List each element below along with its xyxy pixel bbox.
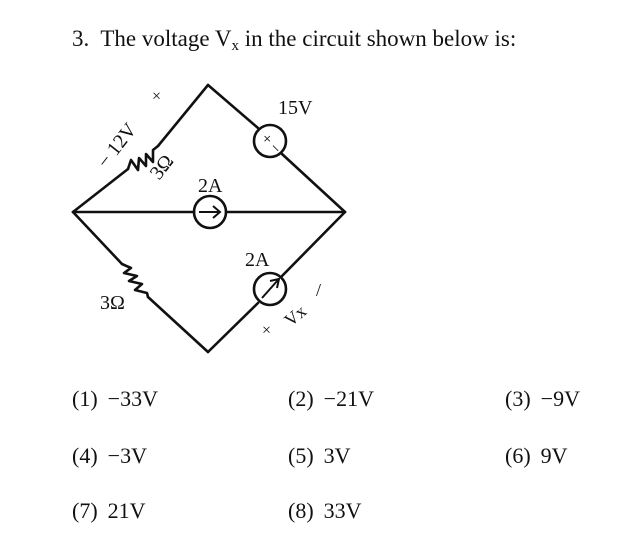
arrow-right-icon (199, 205, 222, 219)
arrow-up-right-icon (261, 277, 281, 299)
wire-bottom-right (206, 210, 347, 354)
option-7[interactable]: (7) 21V (72, 498, 146, 524)
option-value: −9V (540, 386, 580, 411)
question-number: 3. (72, 26, 90, 51)
option-value: 3V (323, 443, 351, 468)
vx-plus: × (262, 322, 271, 339)
option-number: (4) (72, 443, 98, 468)
option-3[interactable]: (3) −9V (505, 386, 580, 412)
question-text-after: in the circuit shown below is: (239, 26, 517, 51)
wire-top-right (206, 83, 347, 214)
option-number: (5) (288, 443, 314, 468)
option-number: (6) (505, 443, 531, 468)
option-8[interactable]: (8) 33V (288, 498, 362, 524)
resistor-top (126, 144, 160, 172)
vx-label: Vx (280, 301, 310, 330)
option-value: −21V (323, 386, 374, 411)
current-source-bottom-value: 2A (245, 249, 270, 271)
current-source-middle-circle (192, 194, 228, 230)
current-source-bottom-circle (252, 271, 288, 307)
option-1[interactable]: (1) −33V (72, 386, 158, 412)
wire-bottom-left (71, 210, 210, 354)
resistor-top-plus: × (152, 88, 161, 105)
option-number: (3) (505, 386, 531, 411)
question-text-before: The voltage V (100, 26, 232, 51)
option-number: (8) (288, 498, 314, 523)
vx-minus: / (316, 280, 321, 300)
option-number: (7) (72, 498, 98, 523)
option-number: (2) (288, 386, 314, 411)
question-subscript: x (231, 38, 240, 54)
option-value: 21V (107, 498, 146, 523)
voltage-source-circle (252, 123, 288, 159)
current-source-middle-value: 2A (198, 175, 223, 197)
resistor-top-voltage: 12V (103, 119, 142, 160)
resistor-top-value: 3Ω (146, 151, 179, 184)
option-5[interactable]: (5) 3V (288, 443, 351, 469)
question-text: 3. The voltage Vx in the circuit shown b… (72, 24, 516, 61)
option-value: 33V (323, 498, 362, 523)
option-value: −33V (107, 386, 158, 411)
wire-top-left (71, 83, 210, 214)
option-number: (1) (72, 386, 98, 411)
option-4[interactable]: (4) −3V (72, 443, 147, 469)
option-value: 9V (540, 443, 568, 468)
resistor-bottom (120, 262, 150, 299)
resistor-bottom-value: 3Ω (100, 292, 125, 314)
option-value: −3V (107, 443, 147, 468)
voltage-source-value: 15V (278, 97, 313, 119)
option-2[interactable]: (2) −21V (288, 386, 374, 412)
option-6[interactable]: (6) 9V (505, 443, 568, 469)
